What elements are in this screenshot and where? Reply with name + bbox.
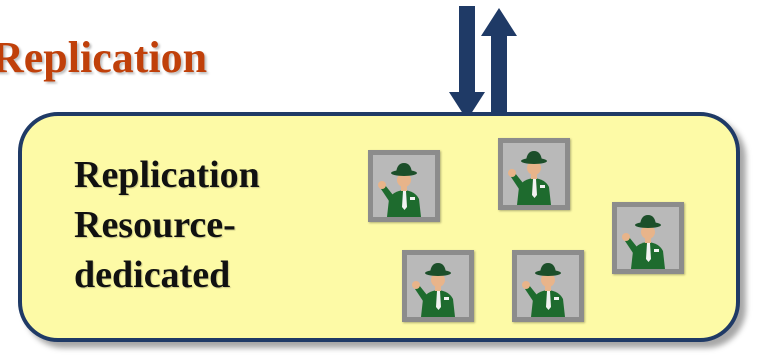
up-arrow-icon [481, 8, 517, 120]
panel-line-3: dedicated [74, 254, 231, 296]
agent-ranger-icon [612, 202, 684, 274]
agent-ranger-icon [498, 138, 570, 210]
agent-ranger-icon [368, 150, 440, 222]
diagram-title: Replication [0, 33, 208, 82]
panel-line-2: Resource- [74, 204, 236, 246]
agent-ranger-icon [512, 250, 584, 322]
panel-line-1: Replication [74, 154, 260, 196]
down-arrow-icon [449, 6, 485, 120]
agent-ranger-icon [402, 250, 474, 322]
bidirectional-arrows [449, 6, 517, 120]
